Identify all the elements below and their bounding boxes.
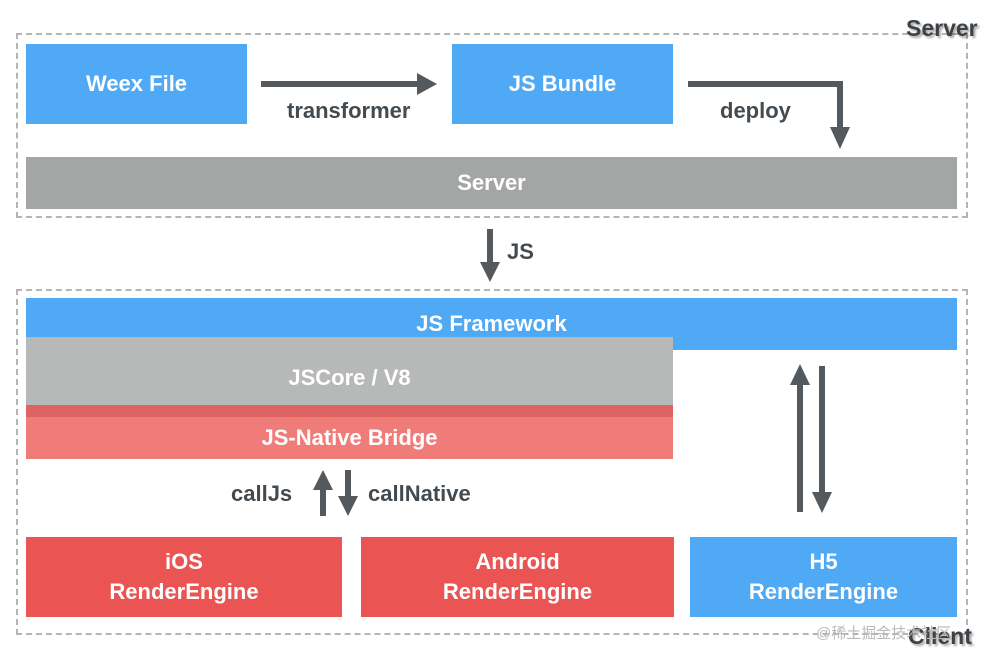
ios-line2: RenderEngine bbox=[109, 579, 259, 604]
h5-up-arrow-icon bbox=[790, 364, 810, 512]
android-line1: Android bbox=[475, 549, 560, 574]
server-corner-label: Server bbox=[906, 15, 978, 41]
watermark-text: @稀土掘金技术社区 bbox=[816, 625, 952, 642]
client-region bbox=[16, 289, 968, 635]
ios-line1: iOS bbox=[165, 549, 203, 574]
js-transfer-label: JS bbox=[507, 239, 534, 264]
h5-line2: RenderEngine bbox=[748, 579, 899, 604]
transformer-label: transformer bbox=[287, 98, 411, 123]
h5-down-arrow-icon bbox=[812, 366, 832, 513]
deploy-arrow-icon bbox=[688, 81, 850, 149]
android-render-engine-box: Android RenderEngine bbox=[361, 537, 674, 617]
h5-line1: H5 bbox=[809, 549, 838, 574]
call-native-down-arrow-icon bbox=[338, 470, 358, 516]
call-native-label: callNative bbox=[368, 481, 471, 506]
deploy-label: deploy bbox=[720, 98, 791, 123]
android-line2: RenderEngine bbox=[442, 579, 593, 604]
h5-render-engine-box: H5 RenderEngine bbox=[690, 537, 957, 617]
js-bundle-box: JS Bundle bbox=[452, 44, 673, 124]
weex-file-box: Weex File bbox=[26, 44, 247, 124]
call-js-label: callJs bbox=[231, 481, 293, 506]
ios-render-engine-box: iOS RenderEngine bbox=[26, 537, 342, 617]
call-js-up-arrow-icon bbox=[313, 470, 333, 516]
server-region bbox=[16, 33, 968, 218]
js-down-arrow-icon bbox=[480, 229, 500, 282]
server-bar: Server bbox=[26, 157, 957, 209]
client-corner-label: Client bbox=[908, 623, 972, 649]
transformer-arrow-icon bbox=[261, 73, 437, 95]
js-native-bridge-bar: JS-Native Bridge bbox=[26, 405, 673, 459]
